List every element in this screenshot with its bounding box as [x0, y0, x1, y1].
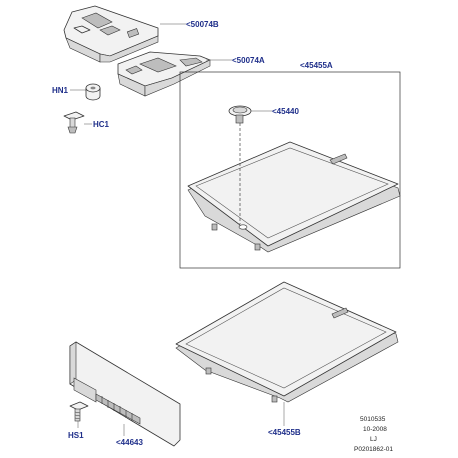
- callout-50074b: <50074B: [186, 20, 219, 29]
- part-50074a-bracket: [117, 51, 211, 97]
- doc-code: LJ: [370, 436, 377, 443]
- detail-frame-45455a: [179, 71, 401, 269]
- callout-hn1: HN1: [52, 86, 69, 95]
- part-45440-fastener: [228, 105, 252, 224]
- illustration-id: P0201862-01: [354, 446, 393, 453]
- callout-hc1: HC1: [93, 120, 110, 129]
- callout-45455a: <45455A: [300, 61, 333, 70]
- clip-hc1: [63, 111, 85, 134]
- part-50074b-bracket: [63, 5, 159, 63]
- nut-hn1: [85, 83, 101, 101]
- part-44643-trim-panel: [69, 341, 181, 447]
- screw-hs1: [69, 401, 89, 422]
- doc-number: 5010535: [360, 416, 386, 423]
- doc-date: 10-2008: [363, 426, 387, 433]
- leader-lines: [70, 23, 285, 436]
- callout-hs1: HS1: [68, 431, 84, 440]
- callout-45455b: <45455B: [268, 428, 301, 437]
- part-45455b-floor-panel: [175, 281, 399, 403]
- callout-50074a: <50074A: [232, 56, 265, 65]
- callout-44643: <44643: [116, 438, 143, 447]
- part-45455a-floor-panel: [187, 141, 401, 253]
- callout-45440: <45440: [272, 107, 299, 116]
